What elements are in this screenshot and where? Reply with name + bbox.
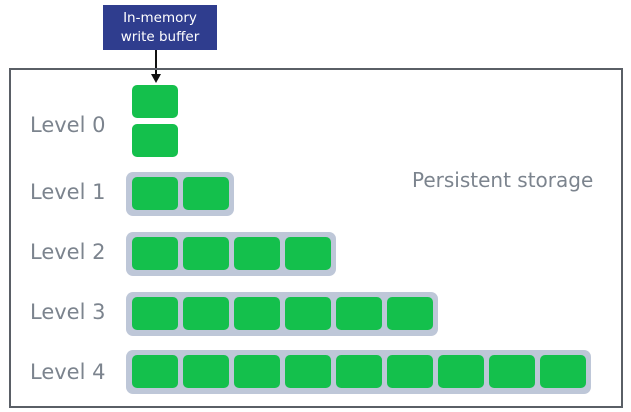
level-4-block <box>336 355 382 388</box>
level-4-block <box>387 355 433 388</box>
level-1-block <box>132 177 178 210</box>
level-3-run <box>126 292 438 336</box>
write-buffer-label-line1: In-memory <box>123 10 197 26</box>
persistent-storage-box <box>9 68 623 408</box>
level-4-block <box>234 355 280 388</box>
level-3-block <box>132 297 178 330</box>
persistent-storage-label: Persistent storage <box>412 168 594 192</box>
level-2-block <box>234 237 280 270</box>
flush-arrow-head <box>151 74 161 83</box>
level-4-label: Level 4 <box>30 360 106 384</box>
level-4-block <box>132 355 178 388</box>
level-2-label: Level 2 <box>30 240 106 264</box>
level-3-block <box>183 297 229 330</box>
level-1-label: Level 1 <box>30 180 106 204</box>
level-3-block <box>387 297 433 330</box>
level-1-block <box>183 177 229 210</box>
level-2-block <box>132 237 178 270</box>
level-3-block <box>336 297 382 330</box>
level-0-label: Level 0 <box>30 113 106 137</box>
level-3-block <box>234 297 280 330</box>
flush-arrow <box>155 50 157 76</box>
level-4-block <box>285 355 331 388</box>
level-4-block <box>438 355 484 388</box>
level-2-block <box>183 237 229 270</box>
level-3-block <box>285 297 331 330</box>
level-4-block <box>489 355 535 388</box>
level-4-block <box>540 355 586 388</box>
level-0-block <box>132 85 178 118</box>
level-0-block <box>132 124 178 157</box>
level-2-block <box>285 237 331 270</box>
write-buffer-label-line2: write buffer <box>120 29 200 45</box>
level-4-block <box>183 355 229 388</box>
in-memory-write-buffer: In-memory write buffer <box>103 5 217 50</box>
level-3-label: Level 3 <box>30 300 106 324</box>
